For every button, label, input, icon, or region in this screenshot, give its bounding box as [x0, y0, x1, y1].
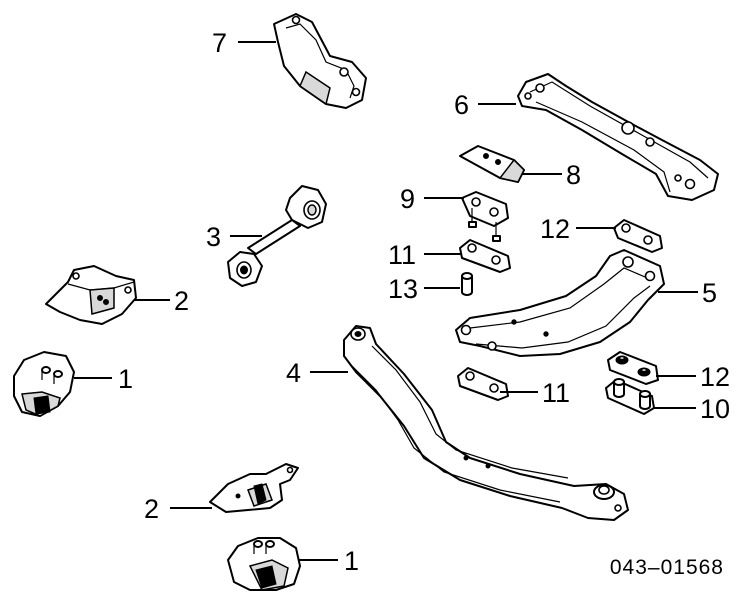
diagram-reference-code: 043–01568 [610, 556, 724, 579]
callout-8: 8 [566, 160, 581, 190]
callout-10: 10 [700, 394, 730, 424]
part-12-insulator-lower [607, 351, 659, 385]
part-11-plate-lower [457, 367, 509, 401]
callout-11b: 11 [542, 378, 570, 408]
part-7-bracket [273, 13, 367, 109]
part-4-crossmember [343, 325, 629, 521]
part-13-spacer [461, 272, 473, 296]
callout-9: 9 [400, 184, 415, 214]
part-6-crossmember [517, 73, 719, 201]
part-1-mount-upper [13, 351, 75, 417]
callout-1b: 1 [344, 546, 359, 576]
part-2-mount-lower [209, 463, 299, 513]
callout-6: 6 [454, 90, 469, 120]
callout-7: 7 [212, 28, 227, 58]
part-1-mount-lower [227, 537, 301, 591]
callout-2a: 2 [174, 286, 189, 316]
part-3-torque-rod [227, 185, 327, 287]
callout-1a: 1 [118, 364, 133, 394]
part-9-stud-plate [461, 191, 509, 242]
callout-2b: 2 [144, 494, 159, 524]
callout-5: 5 [702, 278, 717, 308]
callout-13: 13 [388, 274, 418, 304]
callout-12b: 12 [700, 362, 730, 392]
callout-12a: 12 [540, 214, 570, 244]
part-12-plate-upper [613, 219, 663, 253]
part-2-mount-upper [45, 265, 137, 325]
callout-4: 4 [286, 358, 301, 388]
part-11-plate-upper [459, 239, 511, 273]
callout-11a: 11 [388, 240, 416, 270]
callout-3: 3 [206, 222, 221, 252]
part-5-crossmember [455, 249, 665, 357]
part-8-cover [459, 145, 525, 183]
